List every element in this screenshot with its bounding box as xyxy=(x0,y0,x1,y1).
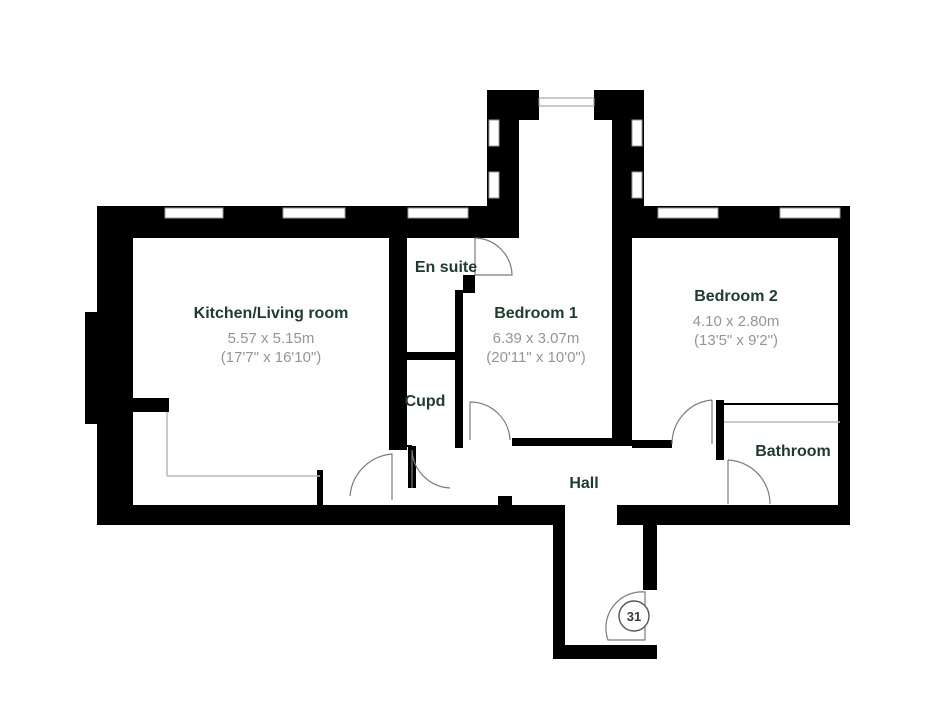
thin-lines xyxy=(166,360,840,477)
room-hall: Hall xyxy=(569,475,598,492)
kitchen-name: Kitchen/Living room xyxy=(194,305,349,322)
room-bedroom2: Bedroom 2 4.10 x 2.80m (13'5" x 9'2") xyxy=(693,288,780,349)
kitchen-dim-metric: 5.57 x 5.15m xyxy=(228,330,315,347)
bedroom2-dim-metric: 4.10 x 2.80m xyxy=(693,313,780,330)
unit-number: 31 xyxy=(627,609,641,624)
room-bedroom1: Bedroom 1 6.39 x 3.07m (20'11" x 10'0") xyxy=(486,305,586,366)
bedroom1-name: Bedroom 1 xyxy=(494,305,578,322)
hall-name: Hall xyxy=(569,475,598,492)
interior-walls xyxy=(317,238,724,506)
ensuite-name: En suite xyxy=(415,259,477,276)
bedroom1-dim-imperial: (20'11" x 10'0") xyxy=(486,349,586,366)
bedroom2-dim-imperial: (13'5" x 9'2") xyxy=(694,332,778,349)
doors xyxy=(349,237,771,641)
outer-walls xyxy=(85,90,850,659)
room-kitchen: Kitchen/Living room 5.57 x 5.15m (17'7" … xyxy=(194,305,349,366)
windows xyxy=(164,97,841,219)
room-ensuite: En suite xyxy=(415,259,477,276)
unit-number-badge: 31 xyxy=(618,600,650,632)
room-bathroom: Bathroom xyxy=(755,443,831,460)
bathroom-name: Bathroom xyxy=(755,443,831,460)
bedroom1-dim-metric: 6.39 x 3.07m xyxy=(493,330,580,347)
cupd-name: Cupd xyxy=(405,393,446,410)
room-cupd: Cupd xyxy=(405,393,446,410)
kitchen-dim-imperial: (17'7" x 16'10") xyxy=(221,349,322,366)
bedroom2-name: Bedroom 2 xyxy=(694,288,778,305)
